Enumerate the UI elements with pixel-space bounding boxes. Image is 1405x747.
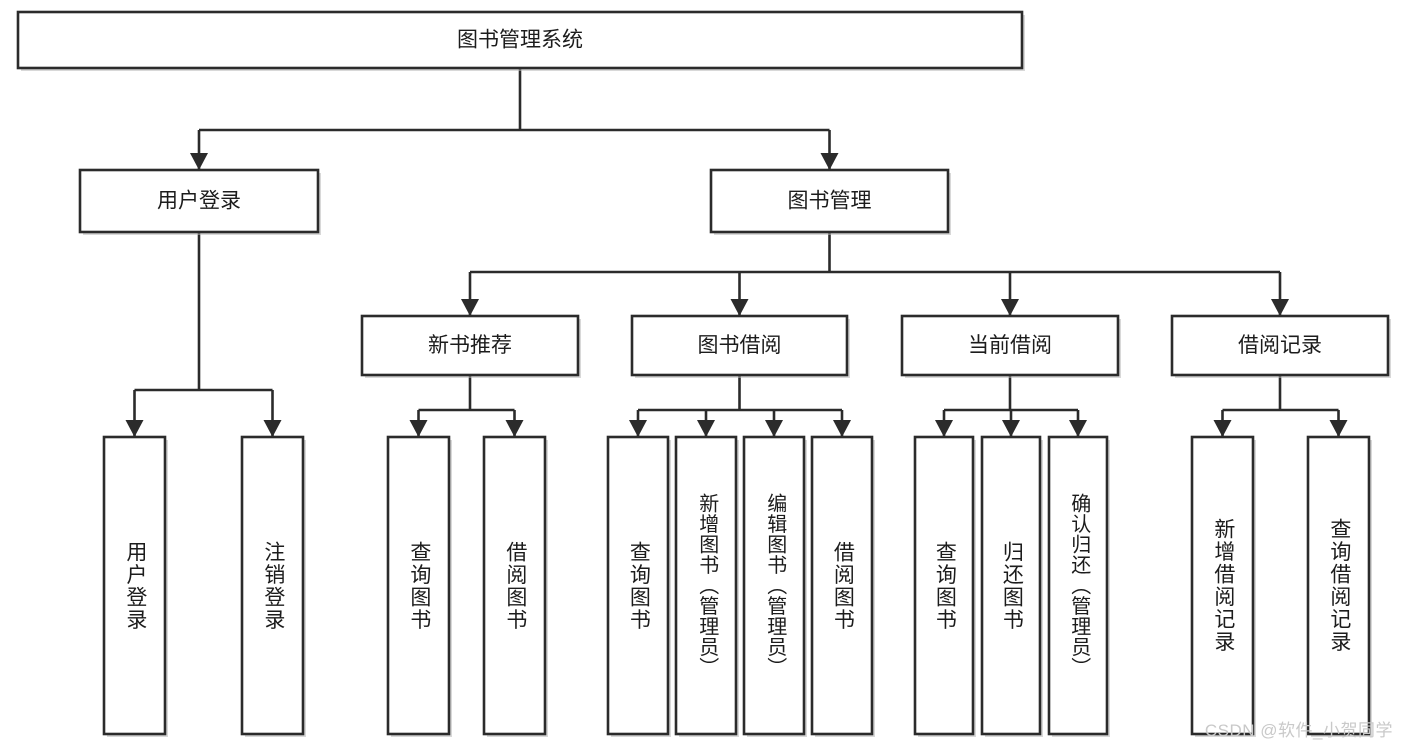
node-borrow-record[interactable]: 借阅记录 <box>1170 314 1391 378</box>
leaf-leaf-user-login[interactable] <box>102 435 168 737</box>
arrow-head-borrow-record-0 <box>1213 420 1232 437</box>
leaf-leaf-rec-borrow[interactable] <box>482 435 548 737</box>
connectors-layer <box>125 68 1348 437</box>
arrow-head-book-manage-0 <box>461 299 479 316</box>
node-label-book-manage: 图书管理 <box>788 190 872 213</box>
node-user-login[interactable]: 用户登录 <box>78 168 321 235</box>
arrow-head-new-book-rec-1 <box>505 420 524 437</box>
leaf-leaf-borrow-lend[interactable] <box>810 435 875 737</box>
leaf-leaf-borrow-edit[interactable] <box>742 435 807 737</box>
arrow-head-user-login-1 <box>263 420 282 437</box>
arrow-head-root-1 <box>820 153 839 170</box>
arrow-head-current-borrow-0 <box>935 420 953 437</box>
arrow-head-book-borrow-0 <box>629 420 647 437</box>
node-new-book-rec[interactable]: 新书推荐 <box>360 314 581 378</box>
leaf-leaf-cur-query[interactable] <box>913 435 976 737</box>
node-book-borrow[interactable]: 图书借阅 <box>630 314 850 378</box>
watermark-text: CSDN @软件_小贺同学 <box>1204 721 1393 740</box>
arrow-head-book-borrow-2 <box>765 420 783 437</box>
node-label-user-login: 用户登录 <box>157 190 241 213</box>
arrow-head-user-login-0 <box>125 420 144 437</box>
node-label-new-book-rec: 新书推荐 <box>428 334 512 357</box>
arrow-head-current-borrow-1 <box>1002 420 1020 437</box>
arrow-head-current-borrow-2 <box>1069 420 1087 437</box>
leaf-leaf-borrow-query[interactable] <box>606 435 671 737</box>
leaf-leaf-rec-list[interactable] <box>1306 435 1372 737</box>
node-label-current-borrow: 当前借阅 <box>968 334 1052 357</box>
leaf-leaf-borrow-add[interactable] <box>674 435 739 737</box>
leaf-leaf-rec-add[interactable] <box>1190 435 1256 737</box>
node-label-book-borrow: 图书借阅 <box>698 334 782 357</box>
arrow-head-new-book-rec-0 <box>409 420 428 437</box>
arrow-head-root-0 <box>190 153 208 170</box>
arrow-head-borrow-record-1 <box>1329 420 1348 437</box>
arrow-head-book-manage-1 <box>730 299 749 316</box>
node-book-manage[interactable]: 图书管理 <box>709 168 951 235</box>
arrow-head-book-borrow-1 <box>697 420 715 437</box>
arrow-head-book-manage-3 <box>1271 299 1289 316</box>
node-current-borrow[interactable]: 当前借阅 <box>900 314 1121 378</box>
leaf-leaf-cur-confirm[interactable] <box>1047 435 1110 737</box>
node-label-root: 图书管理系统 <box>457 29 583 52</box>
leaf-leaf-rec-query[interactable] <box>386 435 452 737</box>
node-label-borrow-record: 借阅记录 <box>1238 334 1322 357</box>
arrow-head-book-manage-2 <box>1001 299 1019 316</box>
leaf-leaf-user-logout[interactable] <box>240 435 306 737</box>
leaf-leaf-cur-return[interactable] <box>980 435 1043 737</box>
arrow-head-book-borrow-3 <box>833 420 851 437</box>
node-root[interactable]: 图书管理系统 <box>16 10 1025 71</box>
